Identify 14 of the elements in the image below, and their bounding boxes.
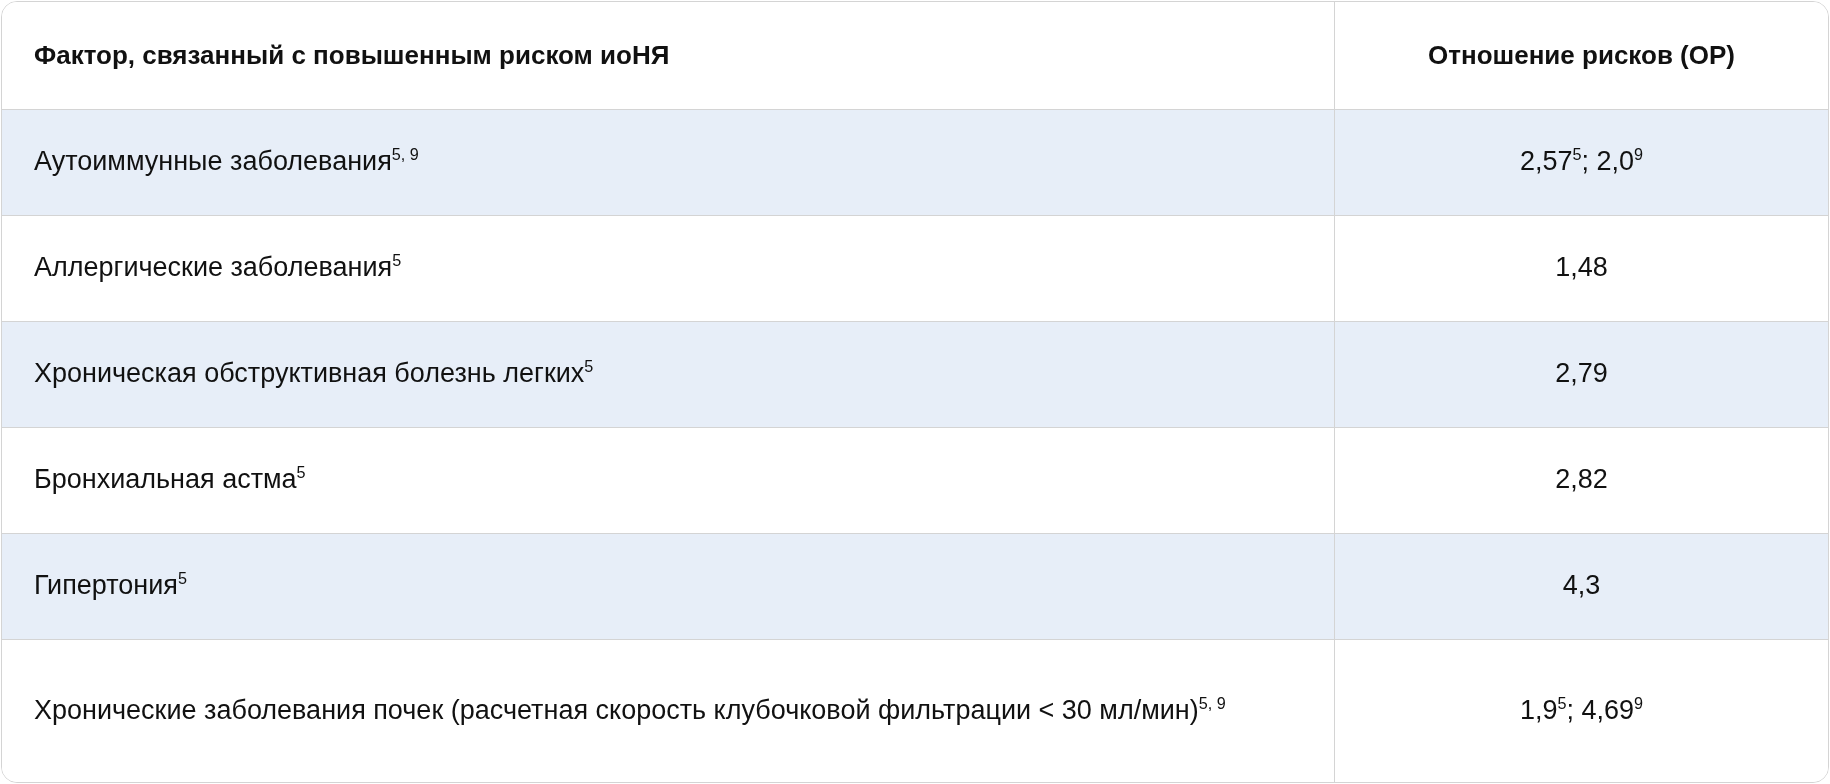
table-cell: 1,48 (1334, 215, 1828, 321)
table-cell: 2,82 (1334, 427, 1828, 533)
table-cell: Аллергические заболевания$^{5}$ (2, 215, 1335, 321)
table-cell: Бронхиальная астма$^{5}$ (2, 427, 1335, 533)
column-header: Отношение рисков (ОР) (1334, 2, 1828, 109)
table-cell: Гипертония$^{5}$ (2, 533, 1335, 639)
table-cell: 1,9$^{5}$; 4,69$^{9}$ (1334, 639, 1828, 782)
table-cell: 4,3 (1334, 533, 1828, 639)
table-cell: Хроническая обструктивная болезнь легких$^{5}$ (2, 321, 1335, 427)
table-cell: 2,79 (1334, 321, 1828, 427)
table-cell: 2,57$^{5}$; 2,0$^{9}$ (1334, 109, 1828, 215)
column-header: Фактор, связанный с повышенным риском иоНЯ (2, 2, 1335, 109)
table-cell: Аутоиммунные заболевания$^{5, 9}$ (2, 109, 1335, 215)
table-cell: Хронические заболевания почек (расчетная скорость клубочковой фильтрации < 30 мл/мин)$^{5, 9}$ (2, 639, 1335, 782)
